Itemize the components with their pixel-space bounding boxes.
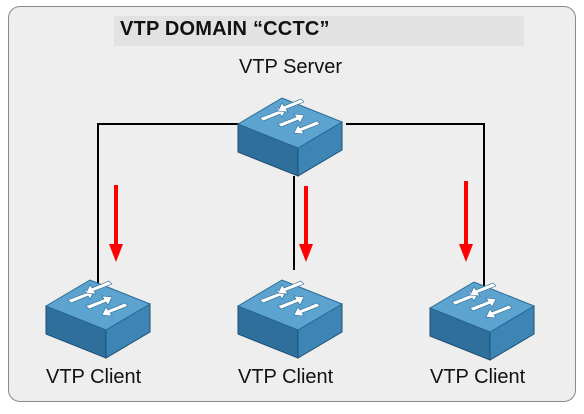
update-arrows — [109, 181, 473, 262]
domain-title: VTP DOMAIN “CCTC” — [120, 18, 330, 40]
update-arrow-2 — [299, 186, 313, 262]
client-switch-icon — [237, 279, 343, 359]
server-label: VTP Server — [239, 56, 342, 78]
client-label: VTP Client — [46, 366, 142, 388]
client-switch-icon — [45, 279, 151, 359]
link-server-client-3 — [346, 123, 485, 292]
client-label: VTP Client — [430, 366, 526, 388]
client-label: VTP Client — [238, 366, 334, 388]
server-switch-icon — [237, 97, 343, 177]
update-arrow-3 — [459, 181, 473, 262]
update-arrow-1 — [109, 185, 123, 262]
client-switch-icon — [429, 281, 535, 361]
links — [97, 123, 485, 292]
title-background — [114, 16, 524, 46]
link-server-client-1 — [97, 123, 240, 292]
